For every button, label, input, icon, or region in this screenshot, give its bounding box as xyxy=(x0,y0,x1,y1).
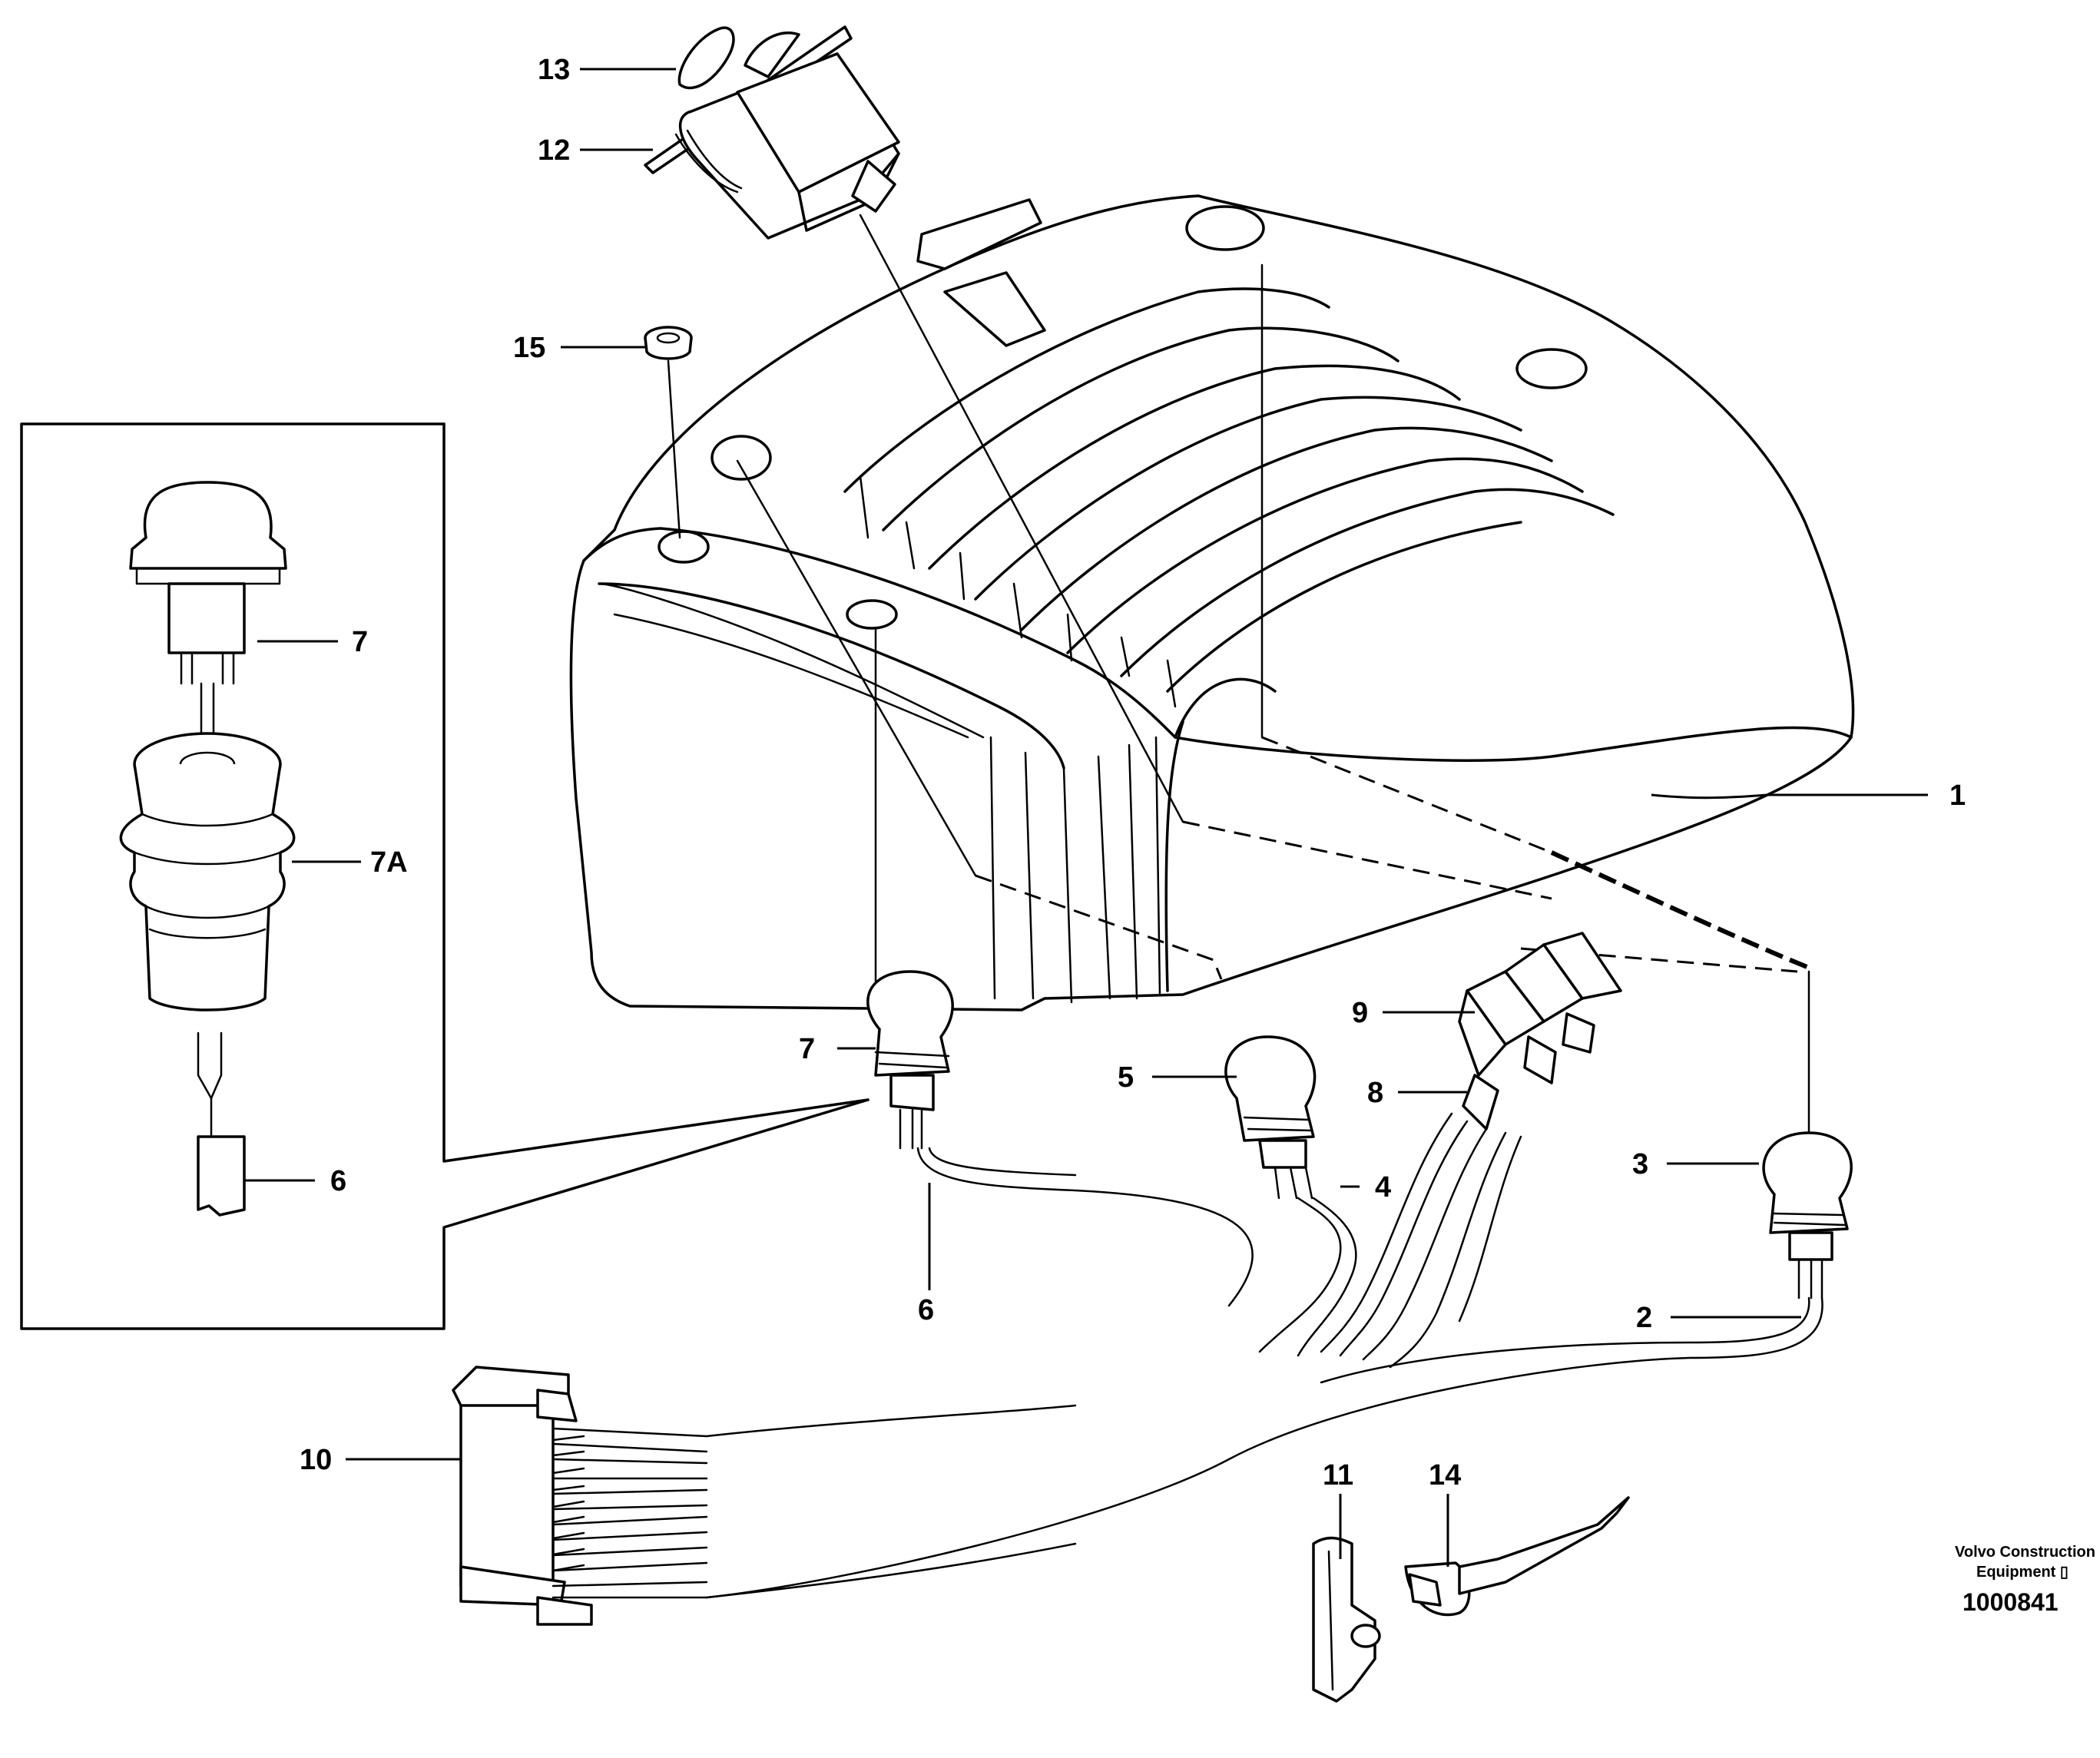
callout-2: 2 xyxy=(1636,1302,1652,1334)
rocker-switch-12 xyxy=(644,25,900,240)
callout-7a: 7A xyxy=(370,846,408,879)
callout-4: 4 xyxy=(1375,1171,1391,1203)
pushbutton-5 xyxy=(1224,1035,1357,1357)
connection-lines xyxy=(667,214,1814,1134)
harness-8 xyxy=(1320,1112,1522,1369)
callout-6-main: 6 xyxy=(918,1294,934,1326)
connector-10 xyxy=(452,1366,1077,1626)
plug-15 xyxy=(644,326,693,360)
credit-line-1: Volvo Construction xyxy=(1955,1544,2095,1561)
callout-15: 15 xyxy=(513,332,545,364)
pushbutton-3 xyxy=(705,1131,1853,1599)
cable-tie-14 xyxy=(1404,1496,1630,1617)
callout-7-inset: 7 xyxy=(352,626,368,658)
detail-inset: 7 7A 6 xyxy=(20,422,869,1330)
control-housing xyxy=(569,194,1855,1011)
connectors-9 xyxy=(1458,932,1622,1131)
inset-adapter-7a xyxy=(119,732,296,1011)
pushbutton-7 xyxy=(866,970,1254,1307)
inset-wire xyxy=(197,1031,246,1217)
switch-cap-13 xyxy=(677,26,735,90)
callouts: 13 12 15 1 9 8 7 5 4 3 2 6 10 11 14 xyxy=(300,54,1966,1491)
callout-1: 1 xyxy=(1949,780,1966,812)
callout-13: 13 xyxy=(538,54,570,86)
callout-5: 5 xyxy=(1118,1061,1134,1094)
reference-number: 1000841 xyxy=(1963,1588,2059,1616)
callout-9: 9 xyxy=(1352,997,1368,1029)
inset-pushbutton xyxy=(129,481,287,735)
callout-3: 3 xyxy=(1632,1148,1648,1180)
callout-14: 14 xyxy=(1429,1459,1461,1491)
callout-11: 11 xyxy=(1323,1459,1353,1491)
callout-6-inset: 6 xyxy=(330,1165,346,1197)
leader-lines xyxy=(346,68,1928,1567)
clip-11 xyxy=(1312,1536,1381,1703)
callout-10: 10 xyxy=(300,1444,332,1476)
callout-12: 12 xyxy=(538,134,570,167)
callout-7-main: 7 xyxy=(799,1033,815,1065)
credit-line-2: Equipment ▯ xyxy=(1976,1564,2069,1581)
credit-block: Volvo Construction Equipment ▯ 1000841 xyxy=(1955,1544,2095,1616)
callout-8: 8 xyxy=(1367,1077,1383,1109)
